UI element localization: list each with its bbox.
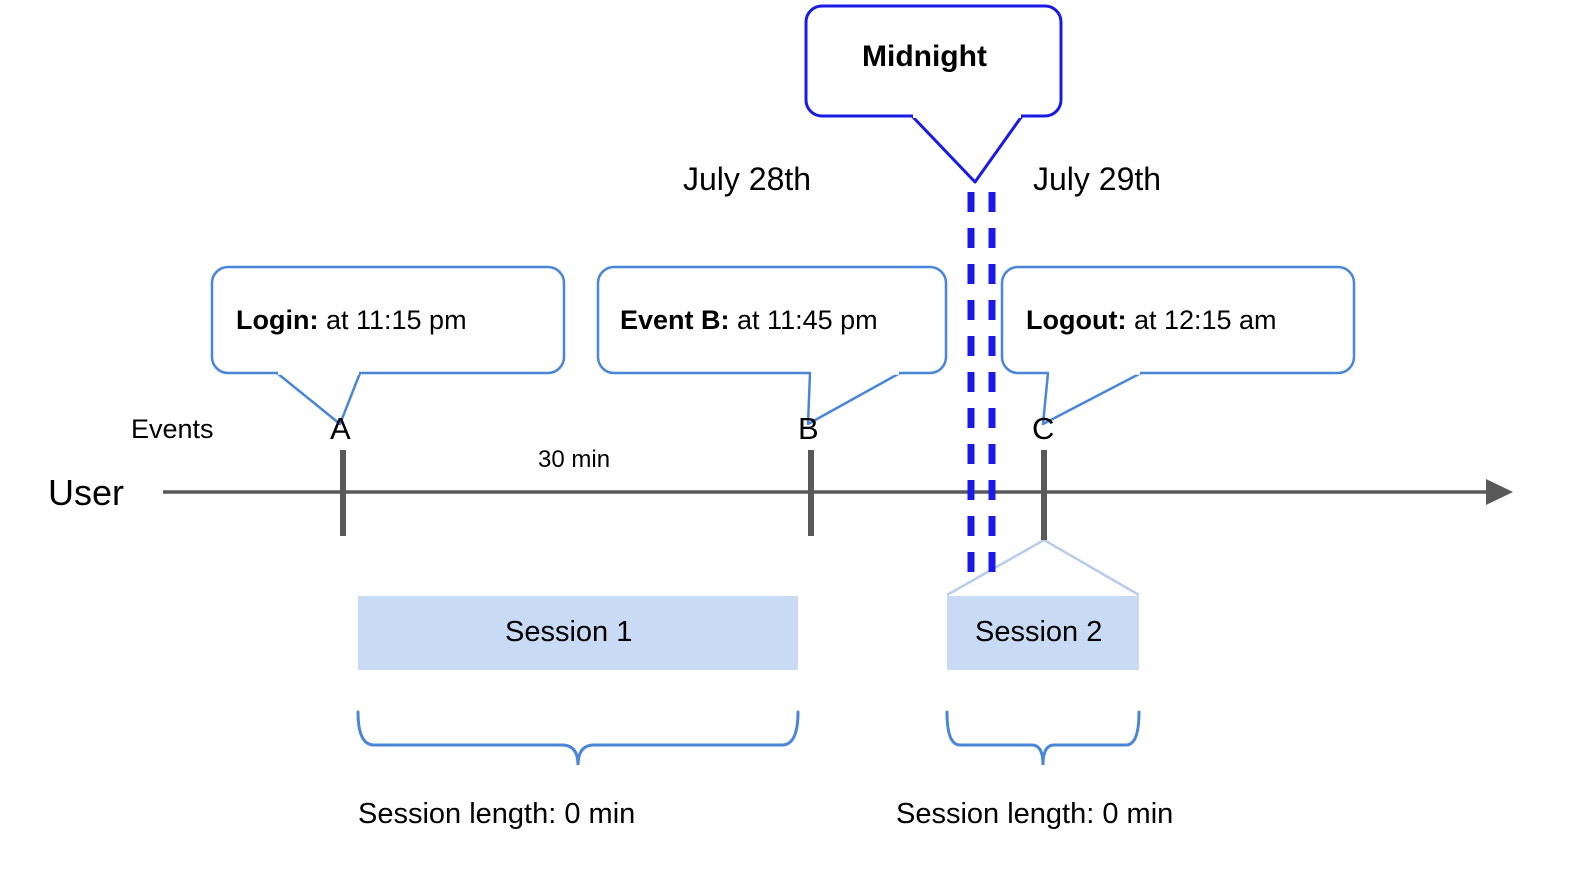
event-letter-a: A <box>330 411 351 446</box>
session-2-bar <box>947 596 1139 670</box>
session-1-brace <box>356 710 800 766</box>
callout-c-rest: at 12:15 am <box>1126 305 1277 335</box>
day-label-july-28: July 28th <box>683 161 812 197</box>
callout-a-box <box>210 265 566 375</box>
callout-b-rest: at 11:45 pm <box>729 305 878 335</box>
callout-b-box <box>596 265 948 375</box>
user-row-label: User <box>48 472 125 513</box>
events-row-label: Events <box>131 414 214 444</box>
callout-c-tail <box>1041 371 1142 426</box>
callout-a-text: Login: at 11:15 pm <box>236 305 467 336</box>
session2-funnel <box>946 538 1140 597</box>
event-letter-c: C <box>1032 411 1055 446</box>
callout-c-box <box>1000 265 1356 375</box>
day-label-july-29: July 29th <box>1033 161 1162 197</box>
session-1-label: Session 1 <box>505 616 633 648</box>
callout-a-bold: Login: <box>236 305 319 335</box>
session-1-length-label: Session length: 0 min <box>358 798 636 830</box>
midnight-label: Midnight <box>862 40 987 73</box>
session-2-brace <box>945 710 1141 766</box>
session-1-bar <box>358 596 798 670</box>
callout-b-bold: Event B: <box>620 305 730 335</box>
event-letter-b: B <box>798 411 819 446</box>
callout-b-text: Event B: at 11:45 pm <box>620 305 878 336</box>
callout-c-text: Logout: at 12:15 am <box>1026 305 1277 336</box>
midnight-callout-tail <box>910 114 1024 184</box>
callout-a-rest: at 11:15 pm <box>318 305 467 335</box>
callout-c-bold: Logout: <box>1026 305 1127 335</box>
callout-a-tail <box>276 372 362 426</box>
gap-label-30min: 30 min <box>538 446 611 473</box>
session-2-label: Session 2 <box>975 616 1103 648</box>
callout-b-tail <box>806 371 901 426</box>
session-2-length-label: Session length: 0 min <box>896 798 1174 830</box>
timeline-arrowhead <box>1486 479 1513 505</box>
